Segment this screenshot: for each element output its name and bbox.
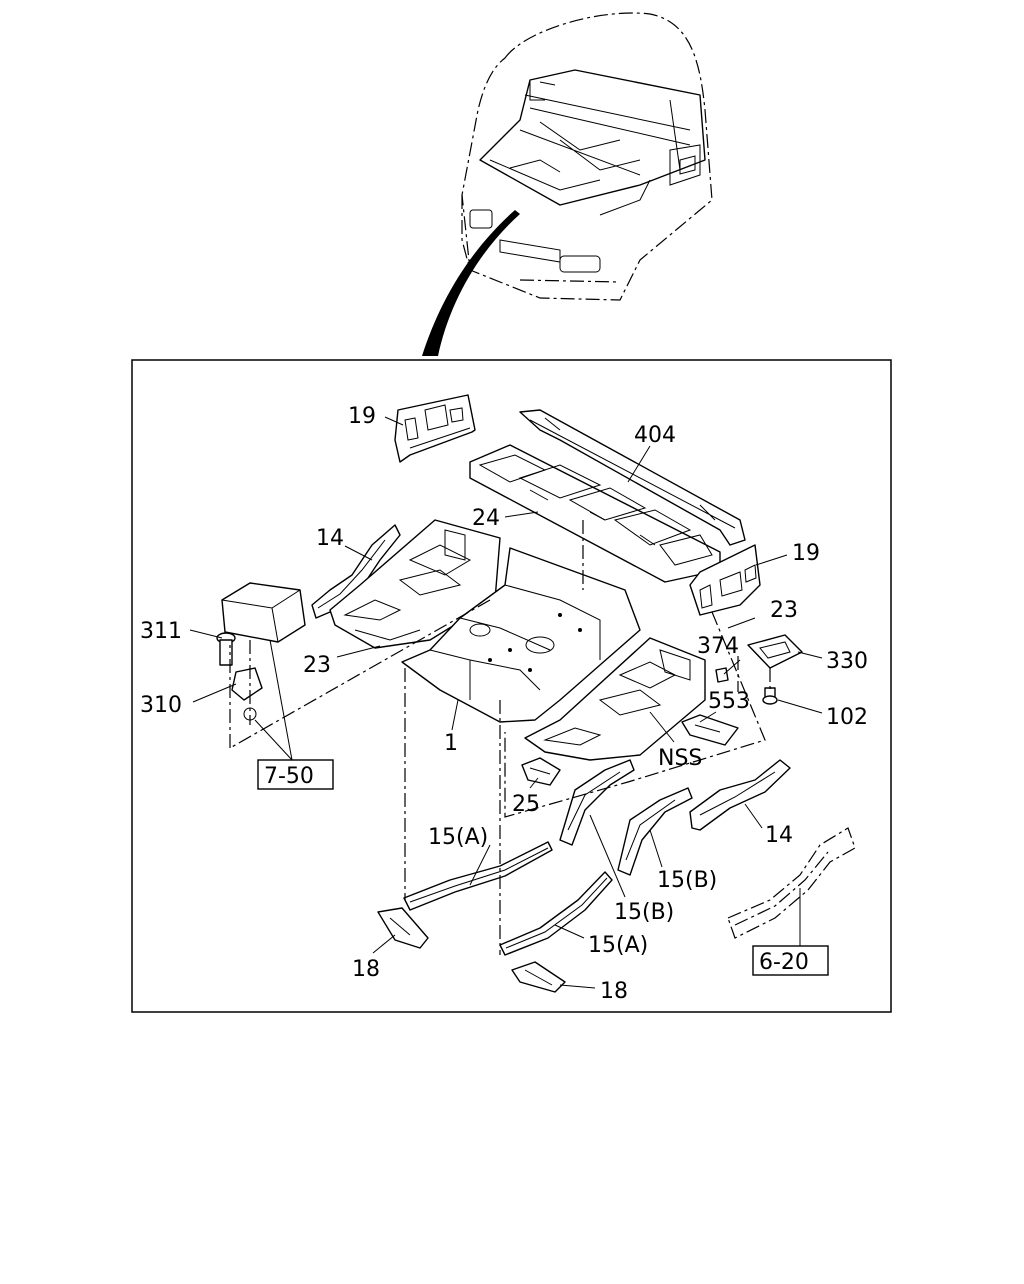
- parts: [216, 394, 856, 993]
- part-14-left-rail: [311, 524, 401, 619]
- reference-7-50[interactable]: 7-50: [257, 759, 334, 790]
- callout-15a-upper: 15(A): [428, 825, 488, 850]
- part-311-box: [221, 582, 306, 643]
- part-102-bolt: [762, 687, 778, 705]
- callout-23-right: 23: [770, 598, 798, 623]
- part-19-right: [689, 544, 761, 616]
- callout-15a-lower: 15(A): [588, 933, 648, 958]
- reference-7-50-label: 7-50: [264, 764, 314, 789]
- callout-24: 24: [472, 506, 500, 531]
- callout-nss: NSS: [658, 746, 702, 771]
- part-374-nut: [715, 667, 729, 683]
- callout-18-right: 18: [600, 979, 628, 1004]
- callout-labels: 19 404 24 19 14 23 23 311 374 330 310 55…: [140, 404, 868, 1004]
- callout-14-left: 14: [316, 526, 344, 551]
- part-1-main-floor: [401, 547, 641, 723]
- callout-14-right: 14: [765, 823, 793, 848]
- callout-404: 404: [634, 423, 676, 448]
- detail-frame: [131, 359, 892, 1013]
- part-311-bolt: [216, 632, 236, 666]
- part-19-left: [394, 394, 476, 463]
- part-404-crossmember: [519, 409, 746, 546]
- callout-102: 102: [826, 705, 868, 730]
- part-18-bracket-2: [511, 961, 566, 993]
- callout-19-right: 19: [792, 541, 820, 566]
- part-553-bracket: [681, 714, 739, 746]
- part-15a-member-1: [403, 841, 553, 911]
- callout-18-left: 18: [352, 957, 380, 982]
- part-15b-member-1: [559, 759, 635, 846]
- part-nss-right-panel: [524, 637, 706, 761]
- reference-6-20-label: 6-20: [759, 950, 809, 975]
- part-310-clip: [231, 667, 263, 721]
- part-14-right-rail: [689, 759, 791, 831]
- reference-6-20[interactable]: 6-20: [752, 945, 829, 976]
- callout-310: 310: [140, 693, 182, 718]
- part-330-bracket: [747, 634, 803, 669]
- callout-25: 25: [512, 792, 540, 817]
- part-15a-member-2: [499, 871, 613, 956]
- callout-19-left: 19: [348, 404, 376, 429]
- callout-330: 330: [826, 649, 868, 674]
- callout-15b-right: 15(B): [657, 868, 717, 893]
- part-25-bracket: [521, 757, 561, 786]
- part-15b-member-2: [617, 787, 693, 876]
- callout-311: 311: [140, 619, 182, 644]
- callout-553: 553: [708, 689, 750, 714]
- callout-23-left: 23: [303, 653, 331, 678]
- leader-lines: [189, 416, 823, 989]
- part-18-bracket-1: [377, 907, 429, 949]
- callout-1: 1: [444, 731, 458, 756]
- part-frame-rail-6-20: [727, 827, 856, 939]
- cab-overview: [422, 12, 713, 356]
- callout-15b-lower: 15(B): [614, 900, 674, 925]
- callout-374: 374: [697, 634, 739, 659]
